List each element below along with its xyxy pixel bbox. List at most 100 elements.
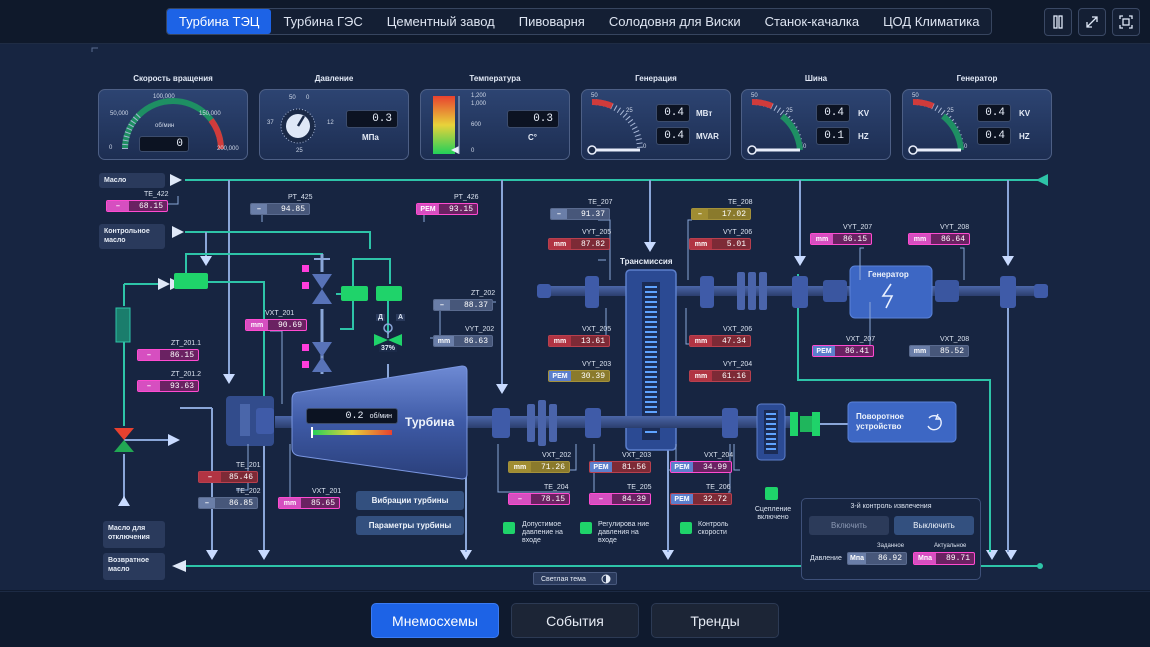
extraction-panel-title: 3-й контроль извлечения xyxy=(850,503,932,510)
extraction-control-panel: 3-й контроль извлечения Включить Выключи… xyxy=(801,498,981,580)
generator-block-label: Генератор xyxy=(868,270,909,279)
nav-events[interactable]: События xyxy=(511,603,639,638)
bus-gauge-title: Шина xyxy=(804,74,828,83)
tab-brewery[interactable]: Пивоварня xyxy=(518,14,585,29)
generator-gauge: 50 25 0 0.4 KV 0.4 HZ xyxy=(902,89,1052,160)
pipe-network xyxy=(91,47,1048,572)
valve-percent: 37% xyxy=(379,345,398,352)
tab-pumpjack[interactable]: Станок-качалка xyxy=(764,14,860,29)
bottom-nav: Мнемосхемы События Тренды xyxy=(0,591,1150,647)
generation-gauge-title: Генерация xyxy=(635,74,677,83)
disable-button[interactable]: Выключить xyxy=(894,516,974,535)
sensor-te208: –17.02 xyxy=(691,208,751,220)
return-oil-label: Возвратное масло xyxy=(103,553,165,580)
generation-gauge: 50 25 0 0.4 МВт 0.4 MVAR xyxy=(581,89,731,160)
turning-device-label[interactable]: Поворотное устройство xyxy=(856,412,904,431)
bus-gauge: 50 25 0 0.4 KV 0.1 HZ xyxy=(741,89,891,160)
turbine-params-button[interactable]: Параметры турбины xyxy=(356,516,464,535)
turbine-speed-box: 0.2 об/мин xyxy=(306,408,398,424)
columns-icon xyxy=(1053,15,1063,29)
extraction-pressure-label: Давление xyxy=(810,555,842,562)
turbine-speed-marker xyxy=(311,427,313,438)
lightning-icon xyxy=(881,283,894,309)
turbine-title: Турбина xyxy=(405,415,455,429)
valve-a-label: А xyxy=(396,314,406,321)
columns-button[interactable] xyxy=(1044,8,1072,36)
sensor-te202: –86.85 xyxy=(198,497,258,509)
generation-mvar-value: 0.4 xyxy=(656,127,690,145)
fit-screen-icon xyxy=(1119,15,1133,29)
legend-pressure-regulation: Регулирова ние давления на входе xyxy=(598,521,650,544)
speed-gauge-title: Скорость вращения xyxy=(133,74,213,83)
turbine-speed-bar xyxy=(312,430,392,435)
generation-arc-icon xyxy=(587,99,643,155)
sensor-pt425: –94.85 xyxy=(250,203,310,215)
temperature-value: 0.3 xyxy=(507,110,559,128)
set-label: Заданное xyxy=(877,543,905,549)
legend-swatch-pressure-regulation xyxy=(580,522,592,534)
pressure-gauge-title: Давление xyxy=(314,74,354,83)
mnemonic-canvas: Скорость вращения Давление Температура Г… xyxy=(0,44,1150,590)
light-theme-label: Светлая тема xyxy=(541,576,586,583)
sensor-te422: –68.15 xyxy=(106,200,168,212)
speed-gauge: 0 50,000 100,000 150,000 200,000 об/мин … xyxy=(98,89,248,160)
enable-button[interactable]: Включить xyxy=(809,516,889,535)
generator-kv-value: 0.4 xyxy=(977,104,1011,122)
nav-mnemonics[interactable]: Мнемосхемы xyxy=(371,603,499,638)
generation-mw-value: 0.4 xyxy=(656,104,690,122)
pressure-gauge: 50 0 37 12 25 0.3 МПа xyxy=(259,89,409,160)
tab-datacenter-climate[interactable]: ЦОД Климатика xyxy=(883,14,980,29)
sensor-zt2012: –93.63 xyxy=(137,380,199,392)
sensor-te204: –78.15 xyxy=(508,493,570,505)
tab-turbine-tec[interactable]: Турбина ТЭЦ xyxy=(167,9,272,34)
tab-whisky-malthouse[interactable]: Солодовня для Виски xyxy=(608,14,741,29)
tab-turbine-ges[interactable]: Турбина ГЭС xyxy=(283,14,363,29)
pressure-value: 0.3 xyxy=(346,110,398,128)
speed-arc-icon xyxy=(121,98,224,150)
clutch-status-indicator xyxy=(765,487,778,500)
nav-trends[interactable]: Тренды xyxy=(651,603,779,638)
turbine-vibration-button[interactable]: Вибрации турбины xyxy=(356,491,464,510)
actual-label: Актуальное xyxy=(934,543,967,549)
light-theme-toggle[interactable]: Светлая тема xyxy=(533,572,617,585)
oil-label: Масло xyxy=(99,173,165,188)
sensor-te201: –85.46 xyxy=(198,471,258,483)
valve-d-label: Д xyxy=(376,314,385,321)
sensor-te205: –84.39 xyxy=(589,493,651,505)
legend-swatch-speed-control xyxy=(680,522,692,534)
tab-cement-plant[interactable]: Цементный завод xyxy=(386,14,495,29)
fit-screen-button[interactable] xyxy=(1112,8,1140,36)
temperature-gauge: 1,200 1,000 600 0 0.3 C° xyxy=(420,89,570,160)
control-oil-label: Контрольное масло xyxy=(99,224,165,249)
rotate-icon xyxy=(927,413,942,431)
scheme-tabs: Турбина ТЭЦ Турбина ГЭС Цементный завод … xyxy=(166,8,993,35)
speed-value: 0 xyxy=(139,136,189,152)
generator-arc-icon xyxy=(908,99,964,155)
legend-speed-control: Контроль скорости xyxy=(698,521,729,536)
temperature-bar-icon xyxy=(433,96,460,154)
temperature-gauge-title: Температура xyxy=(469,74,521,83)
expand-button[interactable] xyxy=(1078,8,1106,36)
oil-shutdown-label: Масло для отключения xyxy=(103,521,165,548)
clutch-label: Сцепление включено xyxy=(754,506,792,521)
sensor-zt202: –88.37 xyxy=(433,299,493,311)
expand-icon xyxy=(1086,16,1098,28)
top-bar: Турбина ТЭЦ Турбина ГЭС Цементный завод … xyxy=(0,0,1150,44)
